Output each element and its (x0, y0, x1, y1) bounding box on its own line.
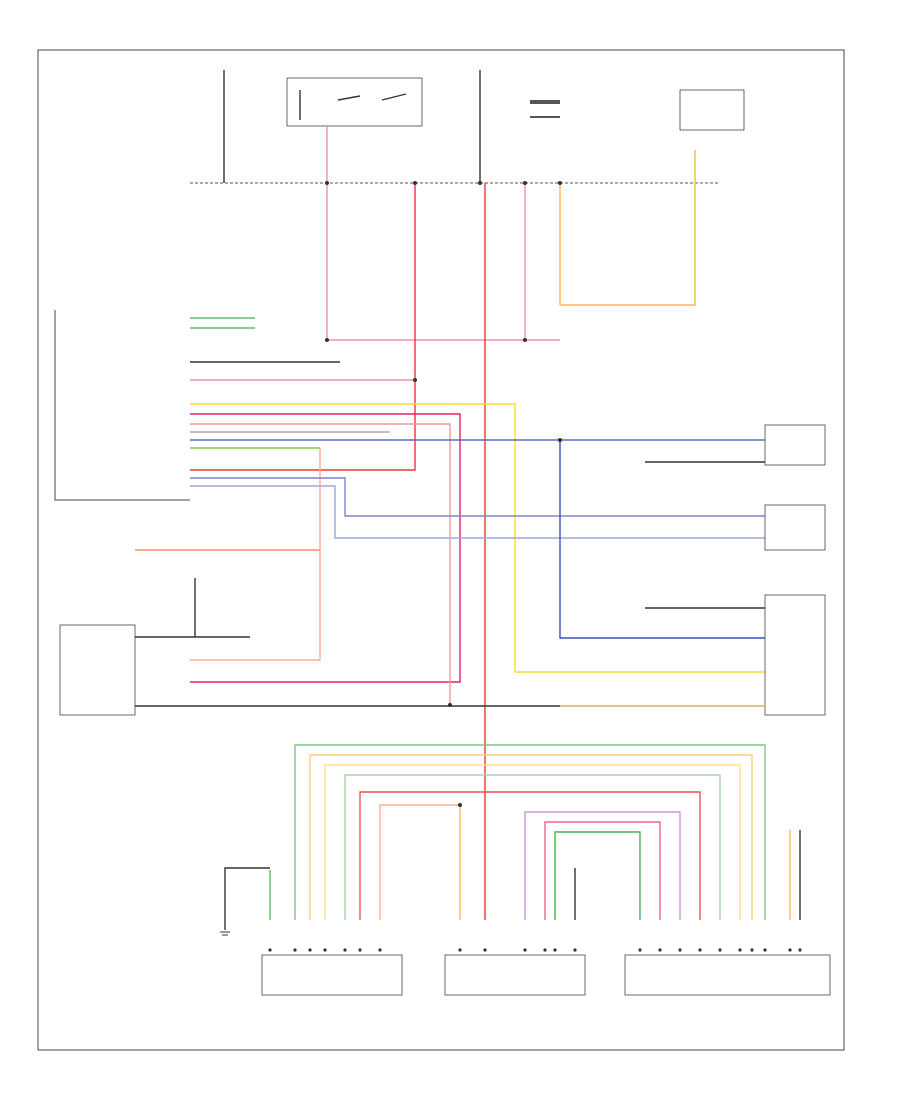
wire-ground-stub (224, 867, 270, 930)
wire-harness-pink (544, 821, 661, 920)
connector-pins (268, 181, 802, 952)
wire-orange-loop (559, 150, 696, 306)
left-module-outline (54, 310, 190, 501)
bottom-switch-left (261, 954, 403, 996)
wire-harness-salmon (379, 804, 460, 920)
right-module-2 (764, 504, 826, 551)
wire-harness-lightgreen (344, 774, 721, 920)
wire-lightred (190, 423, 451, 705)
wire-harness-green (294, 744, 766, 920)
relay-box (286, 77, 423, 127)
wire-magenta (190, 413, 461, 683)
wire-salmon (190, 448, 321, 661)
wire-blue-3 (190, 485, 765, 539)
ground-symbol (220, 931, 230, 936)
relay-switch-1 (337, 95, 361, 101)
wire-harness-red (359, 791, 701, 920)
legend-swatch-1 (530, 100, 560, 104)
bottom-switch-right (444, 954, 586, 996)
right-module-3 (764, 594, 826, 716)
wire-red-1 (190, 183, 416, 471)
right-module-1 (764, 424, 826, 466)
wire-harness-tan (309, 754, 753, 920)
wire-blue-2 (190, 477, 765, 517)
wire-blue-vertical (559, 440, 765, 639)
wire-harness-darkgreen (554, 831, 641, 920)
lower-left-module (59, 624, 136, 716)
bottom-cluster (624, 954, 831, 996)
top-right-module-box (679, 89, 745, 131)
diagram-frame (37, 49, 845, 1051)
wire-harness-yellow (324, 764, 741, 920)
legend-swatch-2 (530, 116, 560, 118)
relay-switch-2 (381, 93, 407, 101)
wire-harness-lavender (524, 811, 681, 920)
